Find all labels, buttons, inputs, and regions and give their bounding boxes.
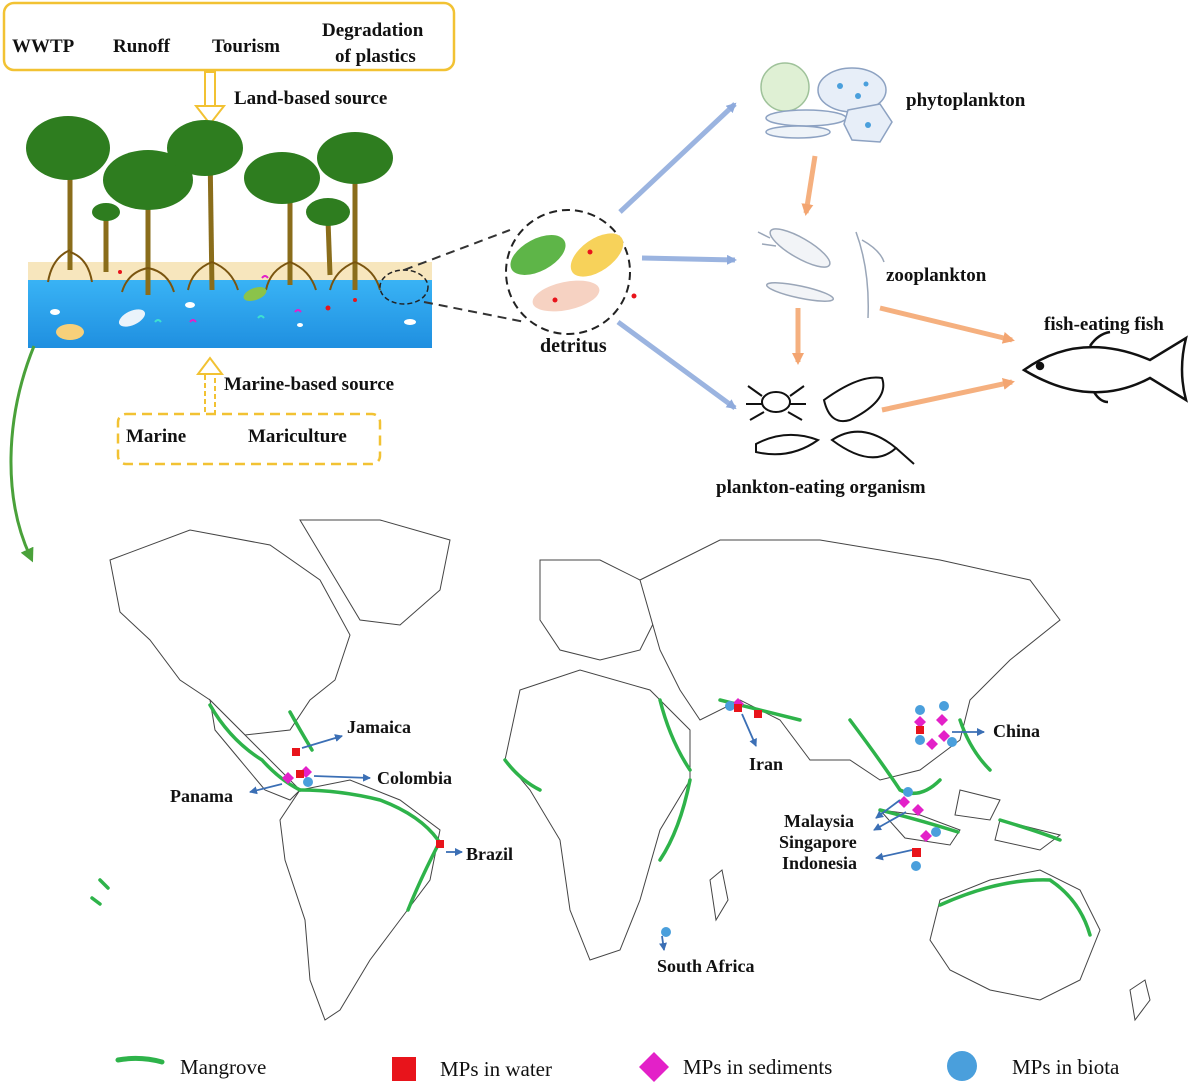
marker-biota-indonesia <box>931 827 941 837</box>
plankton-eating-organism-icon <box>746 376 915 465</box>
source-runoff: Runoff <box>113 36 171 57</box>
marker-sediment-china-3 <box>938 730 950 742</box>
fish-eating-fish-icon <box>1021 330 1189 404</box>
marker-biota-colombia <box>303 777 313 787</box>
marker-sediment-malaysia-2 <box>912 804 924 816</box>
country-label-panama: Panama <box>170 786 233 806</box>
marker-biota-china-3 <box>915 735 925 745</box>
fish-eating-fish-label: fish-eating fish <box>1044 314 1164 335</box>
country-label-indonesia: Indonesia <box>782 853 857 873</box>
country-label-colombia: Colombia <box>377 768 452 788</box>
country-label-brazil: Brazil <box>466 844 513 864</box>
legend-sediments-swatch <box>639 1052 669 1082</box>
source-of-plastics: of plastics <box>335 46 416 67</box>
legend-mangrove-label: Mangrove <box>180 1055 266 1079</box>
country-label-iran: Iran <box>749 754 783 774</box>
source-wwtp: WWTP <box>12 36 75 57</box>
land-source-arrow <box>193 71 227 126</box>
phytoplankton-icon <box>760 62 893 143</box>
marine-source-arrow <box>196 356 224 415</box>
marker-biota-south-africa <box>661 927 671 937</box>
food-web-orange-arrows <box>792 155 1015 413</box>
source-marine: Marine <box>126 426 186 447</box>
marker-biota-malaysia <box>903 787 913 797</box>
world-map <box>109 519 1151 1022</box>
marker-biota-iran <box>725 701 735 711</box>
marker-sediment-china-2 <box>936 714 948 726</box>
source-degradation: Degradation <box>322 20 424 41</box>
land-source-label: Land-based source <box>234 88 387 109</box>
marker-water-iran-2 <box>754 710 762 718</box>
marker-water-indonesia <box>912 848 921 857</box>
marker-water-jamaica <box>292 748 300 756</box>
country-label-jamaica: Jamaica <box>347 717 411 737</box>
legend-water-label: MPs in water <box>440 1057 552 1081</box>
country-label-singapore: Singapore <box>779 832 857 852</box>
marker-sediment-panama <box>282 772 294 784</box>
marker-biota-indonesia-2 <box>911 861 921 871</box>
zooplankton-icon <box>757 228 885 319</box>
marine-source-box: Marine Mariculture <box>116 412 382 466</box>
marine-source-label: Marine-based source <box>224 374 394 395</box>
legend-biota-label: MPs in biota <box>1012 1055 1120 1079</box>
legend-sediments-label: MPs in sediments <box>683 1055 832 1079</box>
country-markers <box>249 698 985 951</box>
mangrove-scene <box>26 116 432 348</box>
plankton-eating-label: plankton-eating organism <box>716 477 926 498</box>
source-tourism: Tourism <box>212 36 280 57</box>
marker-water-china <box>916 726 924 734</box>
marker-sediment-malaysia <box>898 796 910 808</box>
legend-biota-swatch <box>947 1051 977 1081</box>
marker-sediment-china-4 <box>926 738 938 750</box>
legend-water-swatch <box>392 1057 416 1081</box>
legend-mangrove-swatch <box>115 1055 165 1065</box>
marker-sediment-indonesia <box>920 830 932 842</box>
map-link-arrow <box>9 345 36 563</box>
zoom-lines <box>403 229 526 323</box>
legend: Mangrove MPs in water MPs in sediments M… <box>115 1051 1120 1082</box>
country-label-south-africa: South Africa <box>657 956 755 976</box>
marker-water-iran <box>734 704 742 712</box>
food-web-blue-arrows <box>616 102 737 411</box>
detritus-label: detritus <box>540 335 607 357</box>
zooplankton-label: zooplankton <box>886 265 987 286</box>
phytoplankton-label: phytoplankton <box>906 90 1026 111</box>
land-source-box: WWTP Runoff Tourism Degradation of plast… <box>2 1 456 72</box>
marker-biota-china-2 <box>939 701 949 711</box>
source-mariculture: Mariculture <box>248 426 347 447</box>
marker-sediment-china <box>914 716 926 728</box>
country-label-malaysia: Malaysia <box>784 811 854 831</box>
country-label-china: China <box>993 721 1040 741</box>
marker-water-brazil <box>436 840 444 848</box>
marker-biota-china-4 <box>947 737 957 747</box>
marker-water-colombia <box>296 770 304 778</box>
detritus-circle <box>505 209 637 335</box>
marker-biota-china <box>915 705 925 715</box>
